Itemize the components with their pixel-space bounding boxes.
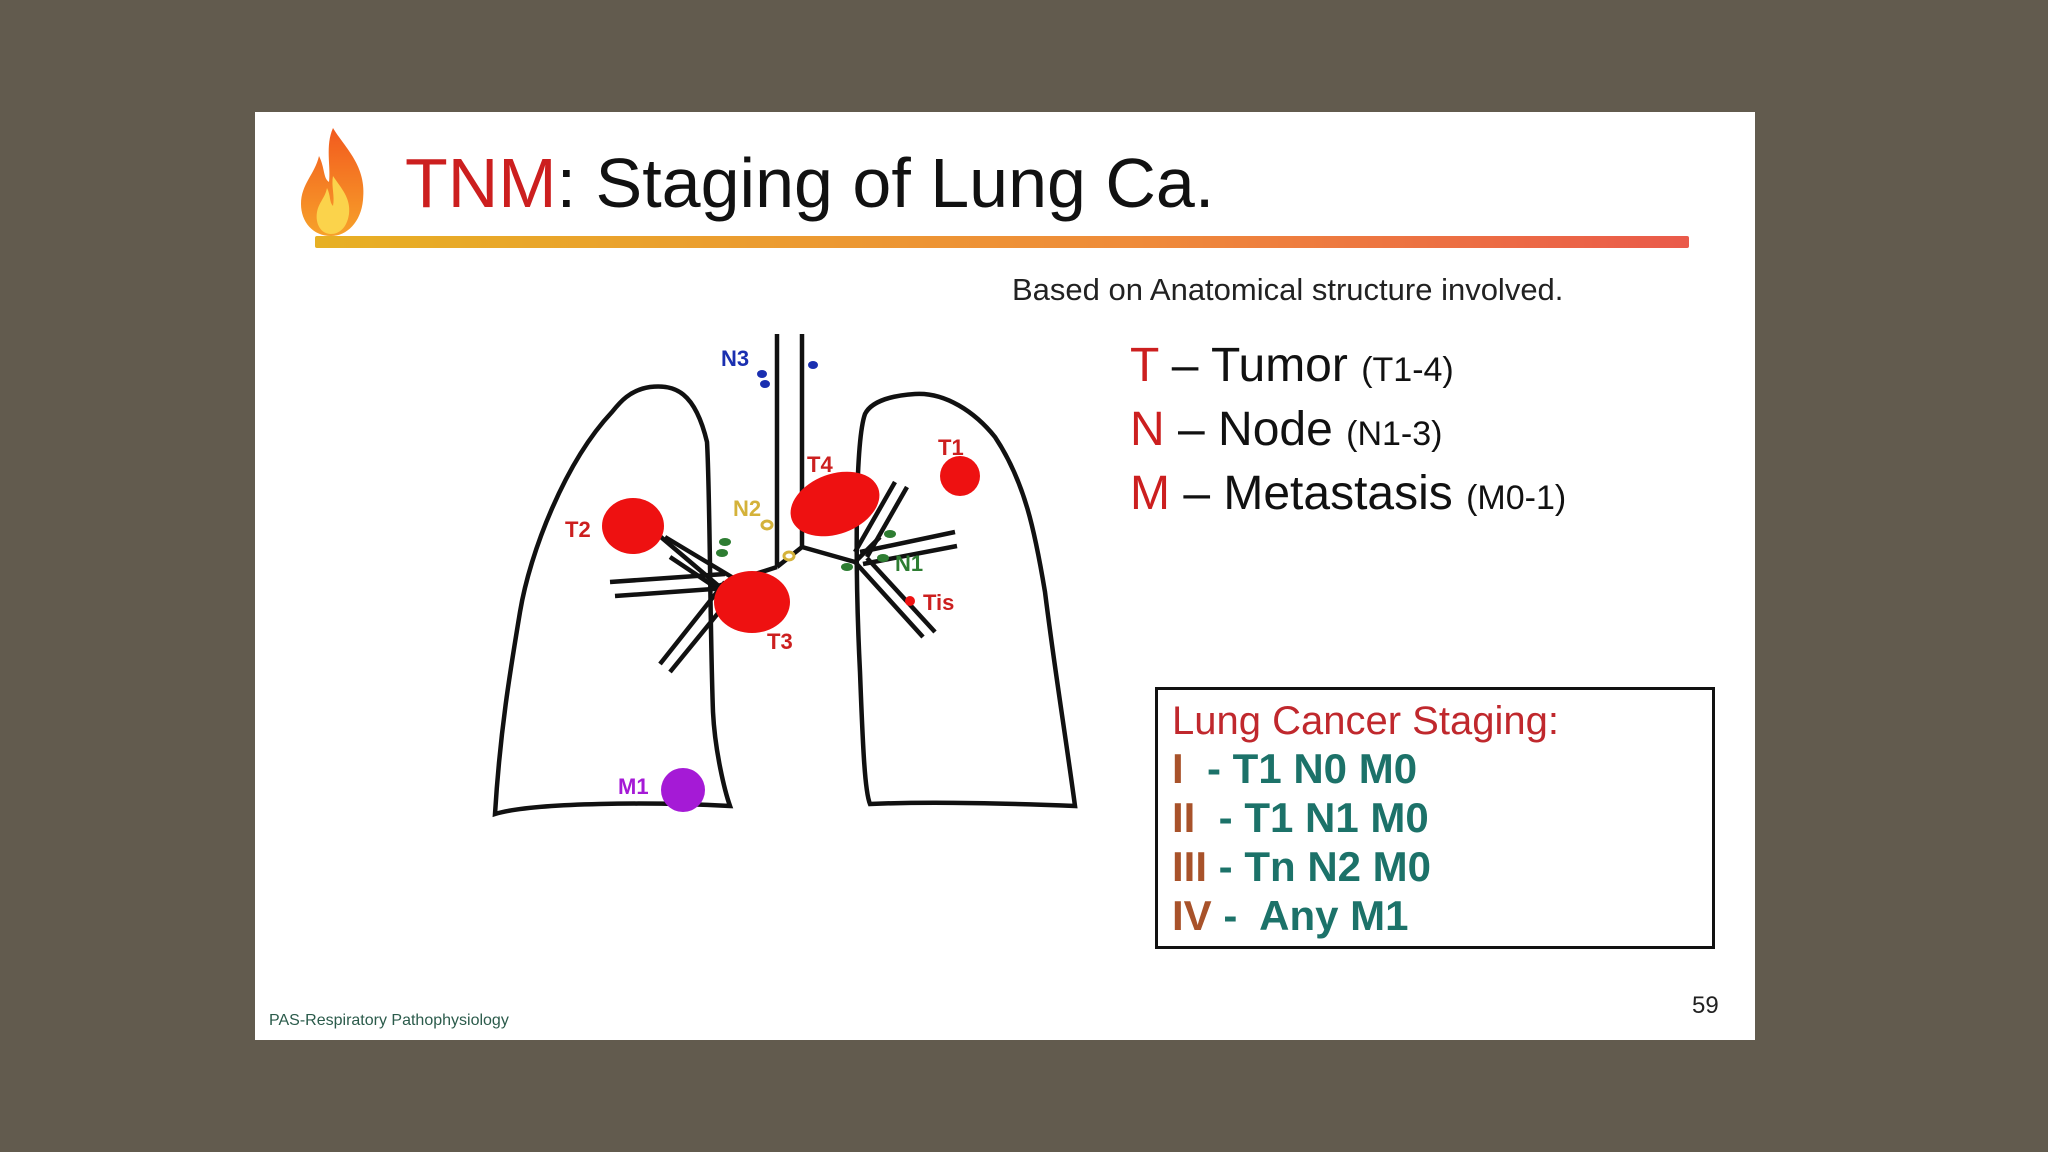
legend-range: (T1-4) [1361, 351, 1454, 389]
tumor-tis-dot [905, 596, 915, 606]
label-n3: N3 [721, 346, 749, 371]
n2-nodes [760, 519, 796, 562]
label-tis: Tis [923, 590, 954, 615]
right-lung-outline [492, 384, 734, 818]
n1-nodes [716, 530, 896, 571]
tumor-t2-mass [602, 498, 664, 554]
legend-row-tumor: T – Tumor (T1-4) [1130, 334, 1566, 398]
title-highlight: TNM [405, 144, 557, 222]
metastasis-m1-dot [661, 768, 705, 812]
lung-diagram: N3 T4 T1 N2 T2 N1 Tis T3 M1 [492, 334, 1078, 818]
legend-letter: T [1130, 339, 1159, 392]
title-underline [315, 236, 1689, 248]
legend-row-node: N – Node (N1-3) [1130, 398, 1566, 462]
stage-separator: - [1195, 794, 1245, 841]
legend-row-metastasis: M – Metastasis (M0-1) [1130, 462, 1566, 526]
stage-number: IV [1172, 892, 1212, 939]
stage-value: T1 N0 M0 [1232, 745, 1418, 792]
label-n2: N2 [733, 496, 761, 521]
page-title: TNM: Staging of Lung Ca. [405, 148, 1214, 218]
flame-icon [301, 128, 364, 236]
tumor-t3-mass [714, 571, 790, 633]
stage-number: II [1172, 794, 1196, 841]
legend-text: – Metastasis [1169, 467, 1467, 520]
legend-range: (N1-3) [1346, 415, 1443, 453]
label-t2: T2 [565, 517, 591, 542]
stage-separator: - [1207, 843, 1245, 890]
label-m1: M1 [618, 774, 649, 799]
legend-text: – Tumor [1158, 339, 1362, 392]
slide: TNM: Staging of Lung Ca. Based on Anatom… [255, 112, 1755, 1040]
label-t4: T4 [807, 452, 833, 477]
stage-value: Tn N2 M0 [1244, 843, 1432, 890]
legend-text: – Node [1164, 403, 1347, 456]
stage-row: III - Tn N2 M0 [1172, 842, 1698, 891]
stage-row: IV - Any M1 [1172, 891, 1698, 940]
stage-row: I - T1 N0 M0 [1172, 744, 1698, 793]
legend-letter: N [1130, 403, 1165, 456]
staging-box: Lung Cancer Staging: I - T1 N0 M0 II - T… [1155, 687, 1715, 949]
stage-value: Any M1 [1259, 892, 1409, 939]
page-number: 59 [1692, 992, 1719, 1019]
left-lung-outline [854, 391, 1078, 809]
tumor-t1-dot [940, 456, 980, 496]
tnm-legend: T – Tumor (T1-4) N – Node (N1-3) M – Met… [1130, 334, 1566, 526]
stage-value: T1 N1 M0 [1244, 794, 1429, 841]
title-rest: : Staging of Lung Ca. [556, 144, 1215, 222]
label-t3: T3 [767, 629, 793, 654]
stage-separator: - [1211, 892, 1260, 939]
label-t1: T1 [938, 435, 964, 460]
tumor-t4-mass [790, 471, 880, 537]
subtitle: Based on Anatomical structure involved. [1012, 272, 1564, 307]
stage-number: I [1172, 745, 1184, 792]
n3-nodes [757, 361, 818, 388]
legend-letter: M [1130, 467, 1170, 520]
stage-separator: - [1183, 745, 1233, 792]
footer-text: PAS-Respiratory Pathophysiology [269, 1012, 509, 1029]
stage-row: II - T1 N1 M0 [1172, 793, 1698, 842]
stage-number: III [1172, 843, 1208, 890]
legend-range: (M0-1) [1466, 479, 1567, 517]
staging-box-title: Lung Cancer Staging: [1172, 699, 1559, 743]
label-n1: N1 [895, 551, 923, 576]
